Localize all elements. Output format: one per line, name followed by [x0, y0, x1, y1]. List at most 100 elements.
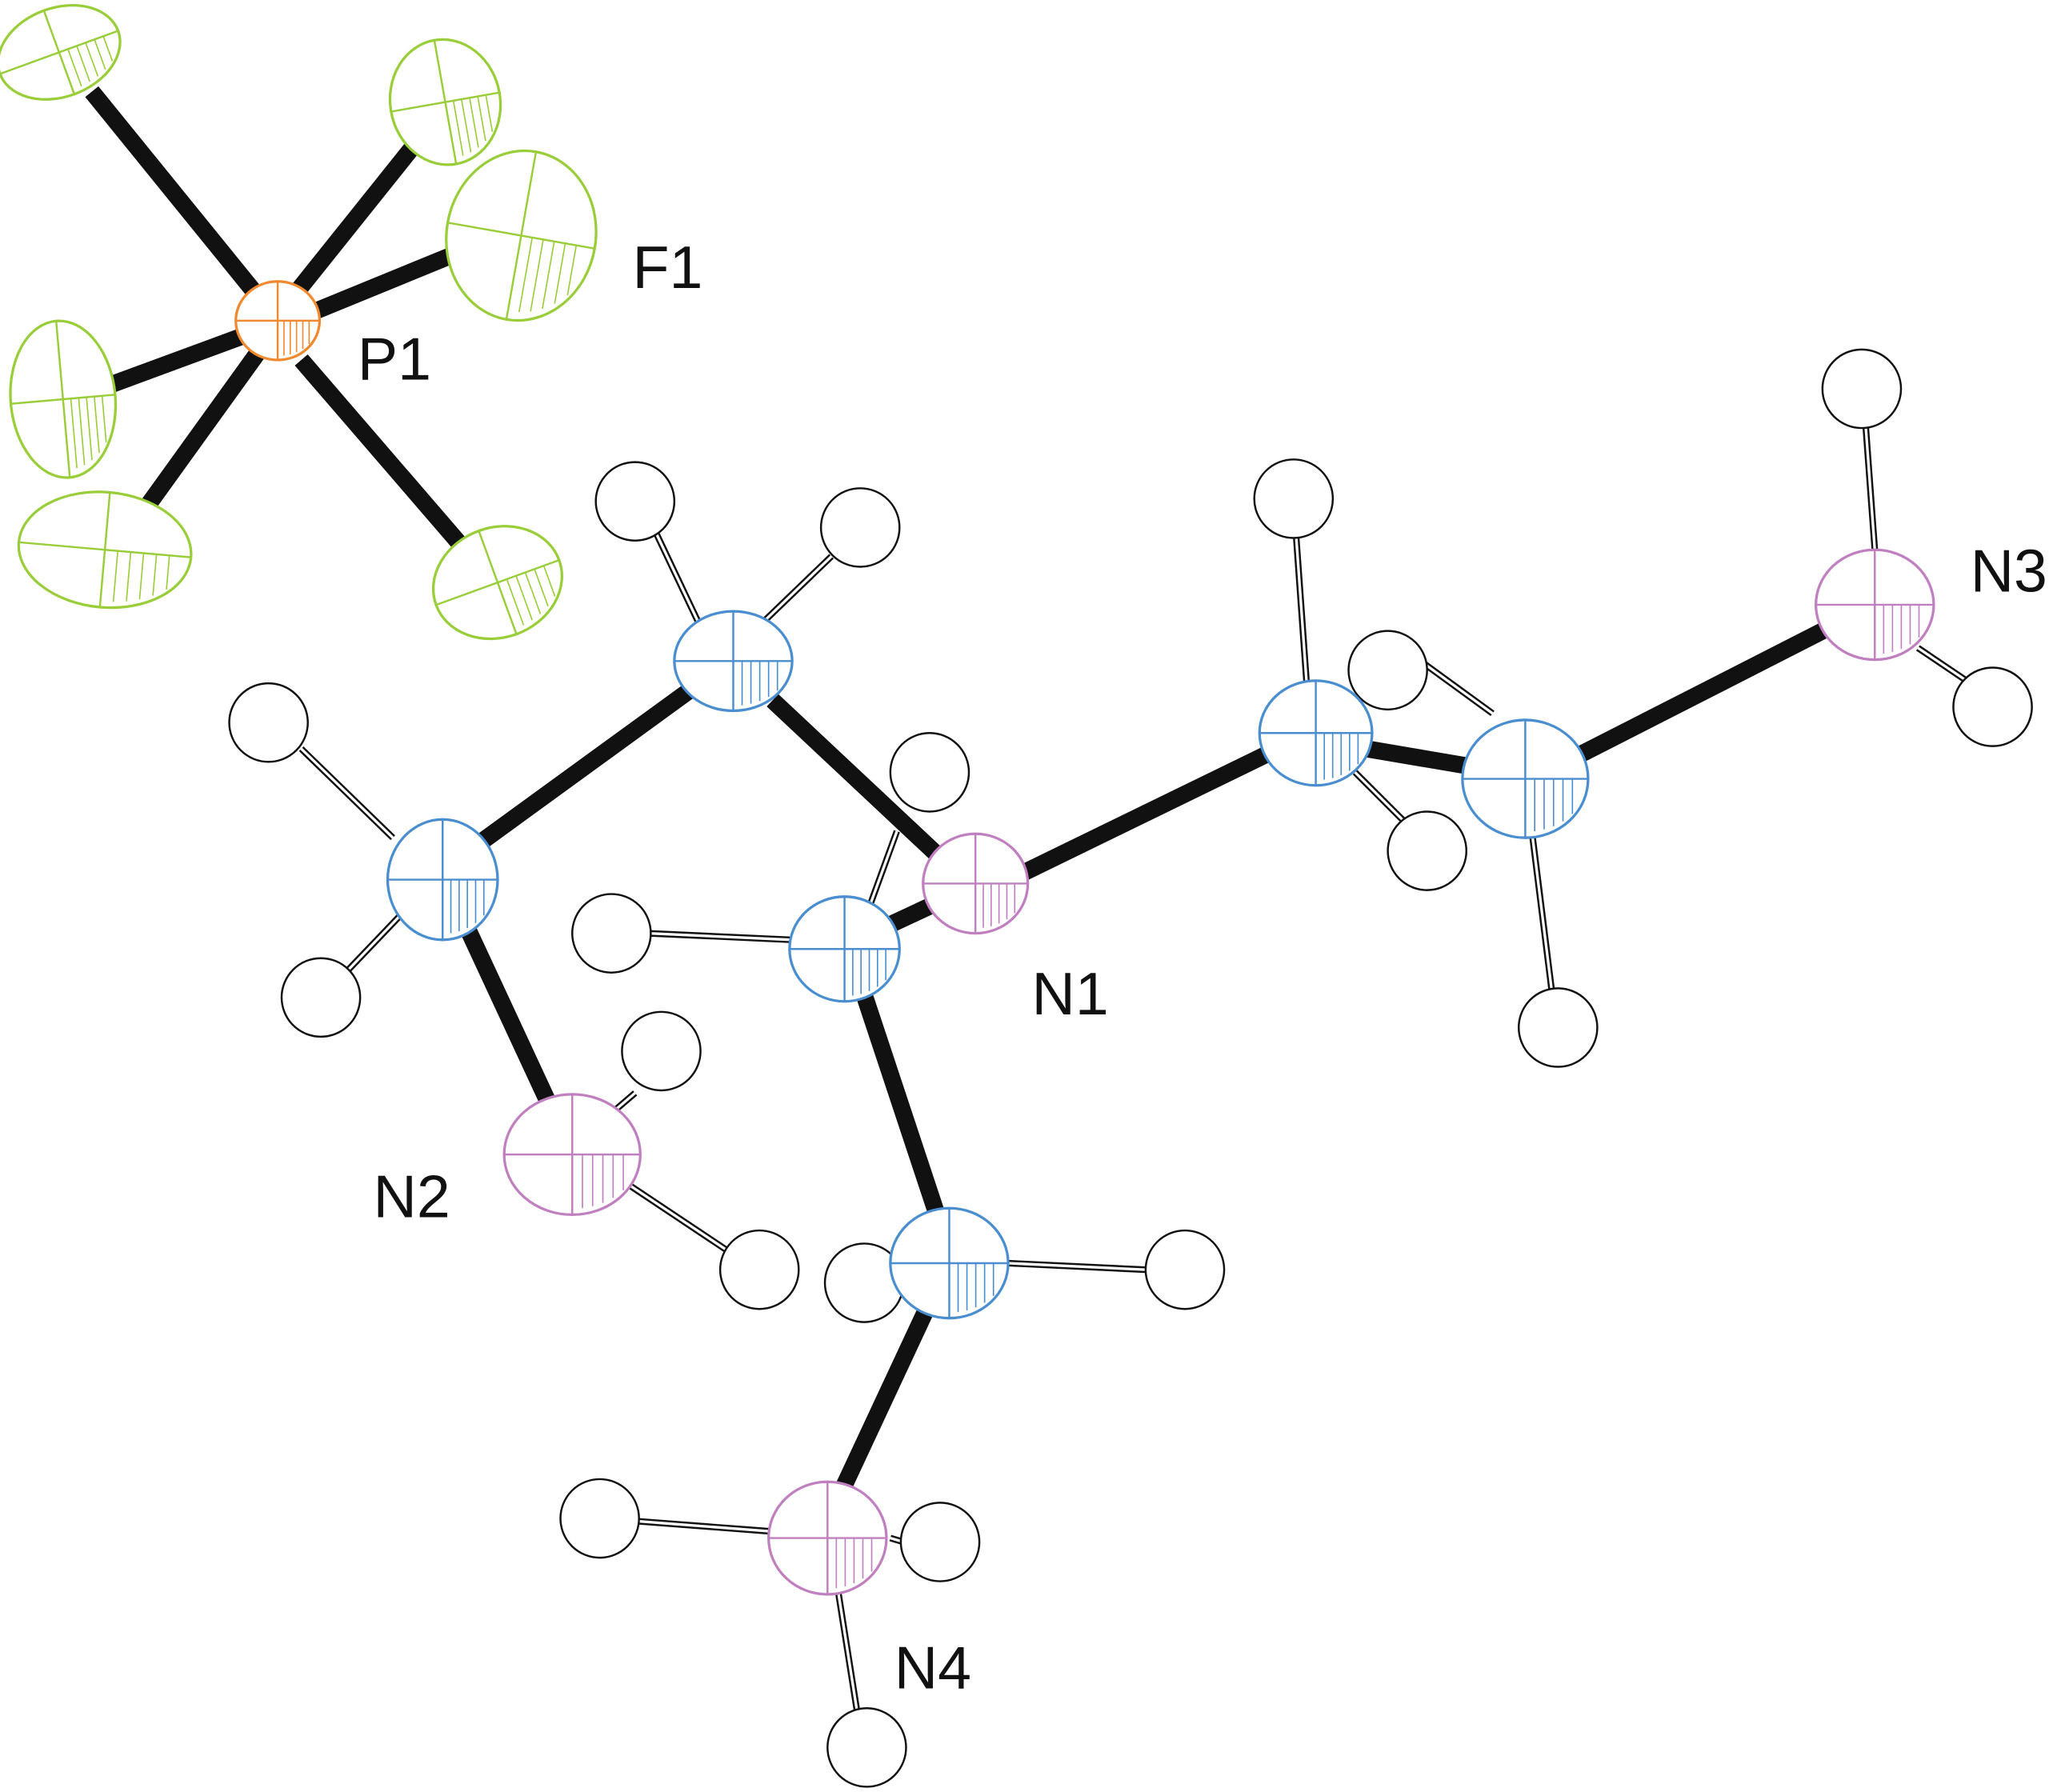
h-bond-inner: [1864, 425, 1876, 550]
bond: [856, 992, 949, 1227]
fluorine-atom-hatch: [152, 554, 158, 596]
hydrogen-atom: [1821, 348, 1903, 430]
fluorine-atom: [17, 490, 193, 610]
h-bond-inner: [1354, 771, 1409, 826]
h-bond-inner: [1530, 830, 1553, 989]
h-bond-inner: [627, 1183, 728, 1251]
carbon-atom: [673, 610, 794, 713]
h-bond-inner: [1917, 646, 1971, 685]
bond: [457, 919, 558, 1110]
bond: [830, 1298, 938, 1502]
h-bond-inner: [300, 747, 394, 839]
fluorine-atom-axis: [42, 10, 76, 95]
hydrogen-atom: [594, 461, 676, 542]
fluorine-atom-f1-hatch: [530, 239, 544, 312]
fluorine-atom-hatch: [469, 98, 479, 148]
carbon-atom: [1258, 679, 1374, 787]
hydrogen-atom: [1347, 630, 1428, 711]
h-bond-inner: [342, 915, 401, 977]
fluorine-atom-hatch: [67, 49, 82, 87]
bond: [766, 694, 946, 864]
h-bond-inner: [1295, 536, 1308, 684]
fluorine-atom-hatch: [506, 578, 525, 626]
fluorine-atom-hatch: [78, 398, 86, 466]
phosphorus-atom-p1: [234, 280, 322, 362]
bond: [310, 247, 455, 320]
fluorine-atom: [0, 4, 122, 101]
label-p1: P1: [358, 326, 431, 393]
hydrogen-atom: [1144, 1229, 1226, 1310]
fluorine-atom-hatch: [94, 39, 106, 70]
fluorine-atom-f1-hatch: [518, 237, 533, 313]
fluorine-atom-f1: [445, 149, 598, 322]
hydrogen-atom: [889, 732, 970, 813]
label-f1: F1: [632, 234, 702, 301]
hydrogen-atom: [621, 1010, 702, 1092]
hydrogen-atom: [899, 1502, 981, 1582]
bond: [1010, 745, 1274, 885]
carbon-atom: [1461, 718, 1590, 839]
h-bond-inner: [648, 931, 793, 942]
fluorine-atom-outline: [0, 4, 122, 101]
h-bond-inner: [1419, 659, 1494, 715]
carbon-atom: [889, 1206, 1010, 1320]
hydrogen-atom: [819, 487, 901, 568]
fluorine-atom-axis: [98, 492, 111, 608]
fluorine-atom-hatch: [101, 395, 107, 443]
bond: [288, 125, 433, 300]
fluorine-atom-hatch: [138, 553, 145, 600]
nitrogen-atom-n4: [767, 1480, 888, 1596]
fluorine-atom-f1-hatch: [554, 243, 566, 304]
fluorine-atom-axis: [54, 321, 71, 478]
carbon-atom: [788, 895, 901, 1003]
fluorine-atom-hatch: [76, 46, 91, 82]
bond: [86, 326, 252, 401]
label-n1: N1: [1032, 960, 1109, 1027]
fluorine-atom-hatch: [85, 42, 99, 77]
carbon-atom: [386, 818, 499, 942]
hydrogen-atom: [826, 1707, 907, 1788]
hydrogen-atom: [280, 957, 362, 1038]
hydrogen-atom: [571, 893, 652, 974]
fluorine-atom-hatch: [534, 569, 549, 607]
bond: [137, 342, 270, 516]
fluorine-atom-hatch: [86, 397, 93, 461]
hydrogen-atom: [228, 682, 309, 763]
fluorine-atom-hatch: [485, 94, 494, 132]
nitrogen-atom-n3: [1815, 548, 1935, 662]
bond: [85, 86, 285, 326]
fluorine-atom-hatch: [70, 398, 78, 469]
hydrogen-atom: [1952, 666, 2033, 747]
hydrogen-atom: [1253, 458, 1335, 539]
fluorine-atom: [388, 38, 502, 166]
h-bond-inner: [758, 555, 833, 627]
h-bond-inner: [836, 1590, 859, 1715]
fluorine-atom-hatch: [126, 551, 132, 602]
h-bond-inner: [634, 1519, 773, 1534]
fluorine-atom: [431, 525, 563, 641]
hydrogen-atom: [1387, 810, 1468, 891]
fluorine-atom-hatch: [461, 98, 472, 153]
fluorine-atom-f1-axis: [505, 151, 538, 320]
fluorine-atom-hatch: [524, 572, 542, 614]
hydrogen-bonds: [298, 425, 1973, 1716]
label-n4: N4: [894, 1634, 971, 1702]
fluorine-atom-hatch: [112, 550, 119, 602]
fluorine-atom-axis: [433, 40, 458, 165]
bond: [294, 354, 472, 556]
hydrogen-atom: [1517, 987, 1599, 1068]
h-bond-inner: [869, 830, 898, 904]
fluorine-atom-hatch: [166, 555, 170, 590]
fluorine-atom-hatch: [515, 575, 533, 621]
fluorine-atom: [9, 319, 118, 479]
nitrogen-atom-n2: [502, 1093, 642, 1217]
nitrogen-atom-n1: [922, 832, 1030, 935]
fluorine-atom-f1-hatch: [542, 241, 555, 310]
label-n3: N3: [1971, 538, 2047, 605]
fluorine-atom-hatch: [542, 565, 556, 597]
fluorine-atom-hatch: [102, 36, 114, 62]
hydrogen-atom: [718, 1229, 800, 1310]
bond: [473, 680, 699, 851]
